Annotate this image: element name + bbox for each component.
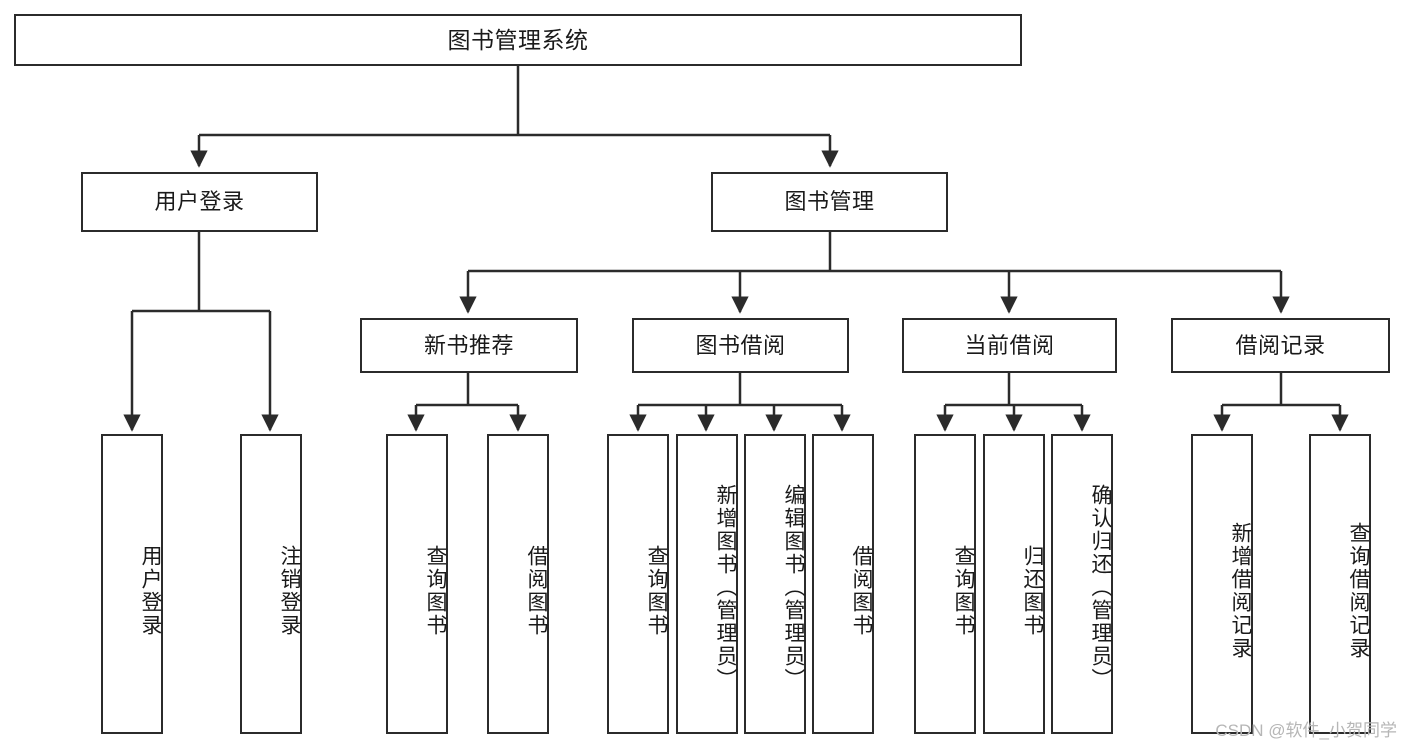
node-label: 借阅记录 <box>1235 332 1326 358</box>
node-leaf-borrow-book-newbook[interactable]: 借阅图书 <box>487 434 549 734</box>
node-label: 查询图书 <box>952 545 975 637</box>
node-user-login[interactable]: 用户登录 <box>81 172 318 232</box>
node-leaf-query-book-current[interactable]: 查询图书 <box>914 434 976 734</box>
node-leaf-logout[interactable]: 注销登录 <box>240 434 302 734</box>
node-label: 借阅图书 <box>525 545 548 637</box>
node-label: 图书管理 <box>784 189 875 215</box>
node-leaf-borrow-book[interactable]: 借阅图书 <box>812 434 874 734</box>
node-label: 编辑图书（管理员） <box>782 483 805 691</box>
node-leaf-query-book-newbook[interactable]: 查询图书 <box>386 434 448 734</box>
node-leaf-confirm-return-admin[interactable]: 确认归还（管理员） <box>1051 434 1113 734</box>
node-label: 当前借阅 <box>964 332 1055 358</box>
node-label: 新增图书（管理员） <box>714 483 737 691</box>
node-label: 归还图书 <box>1021 545 1044 637</box>
node-label: 确认归还（管理员） <box>1089 483 1112 691</box>
node-label: 新增借阅记录 <box>1229 522 1252 660</box>
node-leaf-query-borrow-record[interactable]: 查询借阅记录 <box>1309 434 1371 734</box>
node-leaf-add-book-admin[interactable]: 新增图书（管理员） <box>676 434 738 734</box>
node-label: 图书借阅 <box>695 332 786 358</box>
node-label: 借阅图书 <box>850 545 873 637</box>
node-label: 用户登录 <box>139 545 162 637</box>
node-leaf-query-book-borrow[interactable]: 查询图书 <box>607 434 669 734</box>
node-leaf-edit-book-admin[interactable]: 编辑图书（管理员） <box>744 434 806 734</box>
node-new-book-recommend[interactable]: 新书推荐 <box>360 318 578 373</box>
node-label: 注销登录 <box>278 545 301 637</box>
node-label: 查询图书 <box>424 545 447 637</box>
node-label: 用户登录 <box>154 189 245 215</box>
node-leaf-return-book[interactable]: 归还图书 <box>983 434 1045 734</box>
node-label: 新书推荐 <box>423 332 514 358</box>
node-label: 查询借阅记录 <box>1347 522 1370 660</box>
node-label: 图书管理系统 <box>447 26 589 53</box>
node-borrow-record[interactable]: 借阅记录 <box>1171 318 1390 373</box>
node-book-management[interactable]: 图书管理 <box>711 172 948 232</box>
node-book-borrow[interactable]: 图书借阅 <box>632 318 849 373</box>
node-root-book-management-system[interactable]: 图书管理系统 <box>14 14 1022 66</box>
node-leaf-add-borrow-record[interactable]: 新增借阅记录 <box>1191 434 1253 734</box>
node-current-borrow[interactable]: 当前借阅 <box>902 318 1117 373</box>
node-leaf-user-login[interactable]: 用户登录 <box>101 434 163 734</box>
node-label: 查询图书 <box>645 545 668 637</box>
